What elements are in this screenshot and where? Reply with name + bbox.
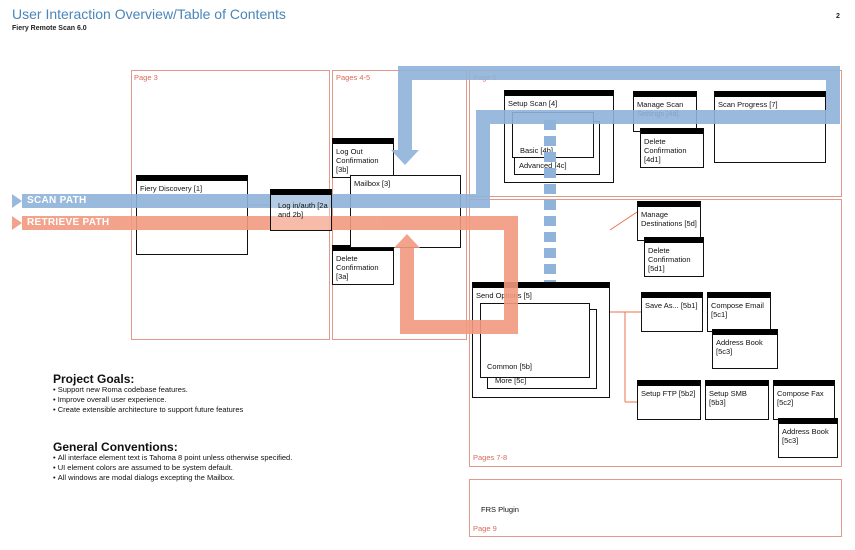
retrieve-path-bottom xyxy=(400,320,518,334)
goal-item: Improve overall user experience. xyxy=(53,395,353,405)
scan-path-horizontal xyxy=(22,194,490,208)
section-label-page3: Page 3 xyxy=(134,73,158,82)
retrieve-path xyxy=(12,216,518,334)
window-label: Advanced [4c] xyxy=(519,161,567,170)
window-label: Log in/auth [2a and 2b] xyxy=(278,201,328,219)
section-label-pages45: Pages 4-5 xyxy=(336,73,371,82)
retrieve-path-label: RETRIEVE PATH xyxy=(27,217,110,228)
general-conventions-heading: General Conventions: xyxy=(53,440,178,454)
page-number: 2 xyxy=(836,13,840,20)
window-setup-smb[interactable]: Setup SMB [5b3] xyxy=(705,380,769,420)
window-label: Fiery Discovery [1] xyxy=(140,184,203,193)
connector-lines xyxy=(248,204,641,403)
section-page9 xyxy=(469,479,842,537)
window-manage-destinations[interactable]: Manage Destinations [5d] xyxy=(637,201,701,241)
convention-item: UI element colors are assumed to be syst… xyxy=(53,463,393,473)
window-label: Mailbox [3] xyxy=(354,179,391,188)
window-label: Setup SMB [5b3] xyxy=(709,389,747,407)
scan-path-right xyxy=(826,66,840,124)
scan-path-top-inner xyxy=(476,110,840,124)
window-mailbox[interactable]: Mailbox [3] xyxy=(350,175,461,248)
window-label: Address Book [5c3] xyxy=(716,338,763,356)
window-save-as[interactable]: Save As... [5b1] xyxy=(641,292,703,332)
scan-path-top-outer xyxy=(398,66,840,80)
window-label: Basic [4b] xyxy=(520,146,553,155)
window-label: More [5c] xyxy=(495,376,527,385)
window-scan-progress[interactable]: Scan Progress [7] xyxy=(714,91,826,163)
window-compose-email[interactable]: Compose Email [5c1] xyxy=(707,292,771,332)
retrieve-path-down xyxy=(504,216,518,334)
window-label: Manage Destinations [5d] xyxy=(641,210,697,228)
window-label: Common [5b] xyxy=(487,362,533,371)
window-compose-fax[interactable]: Compose Fax [5c2] xyxy=(773,380,835,420)
window-label: Compose Email [5c1] xyxy=(711,301,764,319)
scan-path-label: SCAN PATH xyxy=(27,195,87,206)
scan-path xyxy=(12,66,840,208)
project-goals-heading: Project Goals: xyxy=(53,372,135,386)
page-subtitle: Fiery Remote Scan 6.0 xyxy=(12,25,87,32)
general-conventions: General Conventions: All interface eleme… xyxy=(53,440,393,483)
section-label-page9: Page 9 xyxy=(473,524,497,533)
window-setup-ftp[interactable]: Setup FTP [5b2] xyxy=(637,380,701,420)
window-label: Log Out Confirmation [3b] xyxy=(336,147,379,174)
retrieve-path-up xyxy=(400,246,414,334)
retrieve-path-arrow-tail xyxy=(12,216,22,230)
window-label: Save As... [5b1] xyxy=(645,301,698,310)
connector-send-manage-dest xyxy=(609,211,638,231)
window-label: Delete Confirmation [5d1] xyxy=(648,246,691,273)
scan-path-arrow-head xyxy=(391,150,419,165)
retrieve-path-horizontal xyxy=(22,216,510,230)
project-goals: Project Goals: Support new Roma codebase… xyxy=(53,372,353,415)
window-label: Scan Progress [7] xyxy=(718,100,778,109)
window-logout-confirmation[interactable]: Log Out Confirmation [3b] xyxy=(332,138,394,178)
window-delete-confirmation-3a[interactable]: Delete Confirmation [3a] xyxy=(332,245,394,285)
window-fiery-discovery[interactable]: Fiery Discovery [1] xyxy=(136,175,248,255)
convention-item: All interface element text is Tahoma 8 p… xyxy=(53,453,393,463)
scan-path-up xyxy=(476,110,490,208)
scan-path-down xyxy=(398,66,412,152)
retrieve-path-arrow-head xyxy=(394,234,420,248)
window-label: Compose Fax [5c2] xyxy=(777,389,824,407)
window-address-book-5c3-fax[interactable]: Address Book [5c3] xyxy=(778,418,838,458)
window-address-book-5c3-email[interactable]: Address Book [5c3] xyxy=(712,329,778,369)
window-label: Delete Confirmation [3a] xyxy=(336,254,379,281)
window-label: Send Options [5] xyxy=(476,291,532,300)
goal-item: Support new Roma codebase features. xyxy=(53,385,353,395)
window-label: Setup FTP [5b2] xyxy=(641,389,696,398)
window-label: Address Book [5c3] xyxy=(782,427,829,445)
window-login-auth[interactable]: Log in/auth [2a and 2b] xyxy=(270,189,332,231)
window-label: Delete Confirmation [4d1] xyxy=(644,137,687,164)
page-title: User Interaction Overview/Table of Conte… xyxy=(12,6,286,22)
window-delete-confirmation-4d1[interactable]: Delete Confirmation [4d1] xyxy=(640,128,704,168)
goal-item: Create extensible architecture to suppor… xyxy=(53,405,353,415)
window-common[interactable]: Common [5b] xyxy=(480,303,590,378)
convention-item: All windows are modal dialogs excepting … xyxy=(53,473,393,483)
frs-plugin-label: FRS Plugin xyxy=(481,505,519,514)
window-label: Setup Scan [4] xyxy=(508,99,558,108)
window-delete-confirmation-5d1[interactable]: Delete Confirmation [5d1] xyxy=(644,237,704,277)
scan-path-arrow-tail xyxy=(12,194,22,208)
section-label-pages78: Pages 7-8 xyxy=(473,453,508,462)
